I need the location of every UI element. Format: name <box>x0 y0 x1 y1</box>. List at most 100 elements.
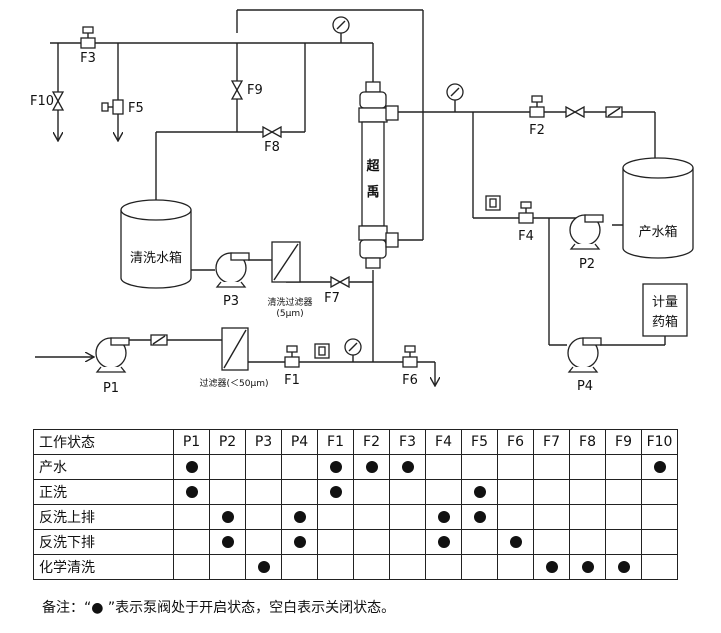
state-cell-f10 <box>641 479 678 505</box>
process-flow-diagram: 超 禹 清洗水箱 产水箱 计量 药箱 清洗过滤器 (5μm) 过滤器(＜50μm… <box>30 9 694 396</box>
valve-f6: F6 <box>402 345 418 388</box>
state-cell-p4 <box>281 479 318 505</box>
flow-sensor-feed <box>314 343 330 359</box>
prefilter: 过滤器(＜50μm) <box>200 327 269 389</box>
state-cell-p4 <box>281 529 318 555</box>
table-row: 反洗上排 <box>33 504 678 530</box>
valve-label-f1: F1 <box>284 373 300 388</box>
state-cell-f8 <box>569 529 606 555</box>
state-cell-f6 <box>497 454 534 480</box>
pressure-gauge-feed <box>344 338 362 356</box>
state-cell-f5 <box>461 454 498 480</box>
state-cell-f8 <box>569 504 606 530</box>
on-dot <box>329 461 342 473</box>
state-name: 产水 <box>33 454 174 480</box>
state-name: 反洗上排 <box>33 504 174 530</box>
check-valve-feed <box>150 334 168 346</box>
state-cell-p2 <box>209 479 246 505</box>
cleaning-tank-label: 清洗水箱 <box>130 250 182 266</box>
on-dot <box>221 536 234 548</box>
state-cell-p4 <box>281 504 318 530</box>
on-dot <box>545 561 558 573</box>
dosing-tank-label-2: 药箱 <box>652 314 678 330</box>
header-f8: F8 <box>569 429 606 455</box>
valve-f2: F2 <box>529 95 545 138</box>
valve-f1: F1 <box>284 345 300 388</box>
valve-label-f10: F10 <box>30 94 54 109</box>
header-f3: F3 <box>389 429 426 455</box>
state-cell-f6 <box>497 504 534 530</box>
valve-label-f4: F4 <box>518 229 534 244</box>
state-cell-p3 <box>245 529 282 555</box>
state-cell-f1 <box>317 504 354 530</box>
state-cell-p1 <box>173 554 210 580</box>
valve-f4: F4 <box>518 201 534 244</box>
module-label-2: 禹 <box>366 184 379 200</box>
state-cell-f4 <box>425 454 462 480</box>
valve-label-f3: F3 <box>80 51 96 66</box>
state-cell-f3 <box>389 454 426 480</box>
on-dot <box>221 511 234 523</box>
state-cell-f10 <box>641 554 678 580</box>
pump-p4: P4 <box>567 337 602 394</box>
cleaning-filter-label-2: (5μm) <box>276 309 303 319</box>
valve-label-f9: F9 <box>247 83 263 98</box>
state-cell-f8 <box>569 554 606 580</box>
on-dot <box>293 511 306 523</box>
valve-label-f5: F5 <box>128 101 144 116</box>
state-cell-f5 <box>461 554 498 580</box>
state-cell-f10 <box>641 504 678 530</box>
state-cell-f1 <box>317 529 354 555</box>
on-dot <box>617 561 630 573</box>
state-cell-f10 <box>641 529 678 555</box>
cleaning-filter: 清洗过滤器 (5μm) <box>267 241 313 319</box>
valve-label-f7: F7 <box>324 291 340 306</box>
on-dot <box>293 536 306 548</box>
on-dot <box>329 486 342 498</box>
state-cell-p1 <box>173 479 210 505</box>
cleaning-filter-label-1: 清洗过滤器 <box>267 296 312 308</box>
state-cell-p1 <box>173 504 210 530</box>
header-p4: P4 <box>281 429 318 455</box>
table-row: 产水 <box>33 454 678 480</box>
state-cell-f5 <box>461 504 498 530</box>
state-cell-f4 <box>425 554 462 580</box>
valve-f8: F8 <box>262 126 282 155</box>
flow-sensor-backwash <box>485 195 501 211</box>
valve-label-f2: F2 <box>529 123 545 138</box>
state-cell-f3 <box>389 504 426 530</box>
state-cell-f9 <box>605 454 642 480</box>
state-cell-f1 <box>317 454 354 480</box>
state-cell-f2 <box>353 454 390 480</box>
table-row: 正洗 <box>33 479 678 505</box>
prefilter-label: 过滤器(＜50μm) <box>200 377 269 389</box>
on-dot <box>365 461 378 473</box>
state-cell-p2 <box>209 554 246 580</box>
header-f4: F4 <box>425 429 462 455</box>
state-cell-f7 <box>533 479 570 505</box>
state-cell-f1 <box>317 554 354 580</box>
header-f2: F2 <box>353 429 390 455</box>
state-cell-f5 <box>461 479 498 505</box>
pump-p3: P3 <box>215 252 250 309</box>
pump-p2: P2 <box>569 214 604 272</box>
state-cell-p1 <box>173 529 210 555</box>
state-cell-p2 <box>209 504 246 530</box>
header-f7: F7 <box>533 429 570 455</box>
state-cell-f3 <box>389 554 426 580</box>
state-cell-p4 <box>281 554 318 580</box>
pump-label-p1: P1 <box>103 381 119 396</box>
table-row: 化学清洗 <box>33 554 678 580</box>
state-name: 化学清洗 <box>33 554 174 580</box>
on-dot <box>185 486 198 498</box>
header-f6: F6 <box>497 429 534 455</box>
state-cell-p3 <box>245 454 282 480</box>
state-cell-f6 <box>497 479 534 505</box>
header-p1: P1 <box>173 429 210 455</box>
state-cell-f6 <box>497 554 534 580</box>
header-f1: F1 <box>317 429 354 455</box>
header-f5: F5 <box>461 429 498 455</box>
state-cell-p4 <box>281 454 318 480</box>
header-p3: P3 <box>245 429 282 455</box>
